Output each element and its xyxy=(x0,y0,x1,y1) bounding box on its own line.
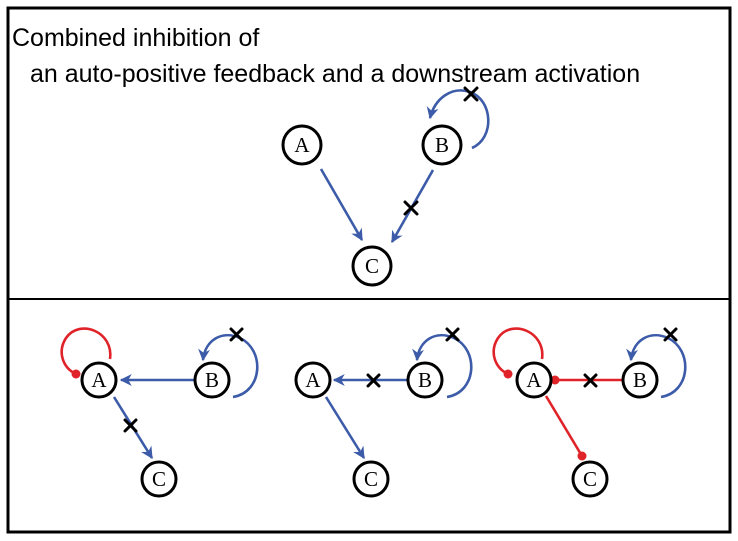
knockout-mark xyxy=(583,373,598,388)
node-a: A xyxy=(80,361,118,399)
node-b-label: B xyxy=(633,368,647,392)
edge-a-to-c xyxy=(319,168,364,242)
node-c: C xyxy=(351,245,393,287)
node-a: A xyxy=(281,124,323,166)
title-line-1: Combined inhibition of xyxy=(12,24,259,52)
inhibition-end xyxy=(577,451,587,461)
inhibition-end xyxy=(550,375,560,385)
node-c: C xyxy=(571,460,609,498)
node-c: C xyxy=(352,460,390,498)
knockout-mark xyxy=(366,373,381,388)
node-b: B xyxy=(193,361,231,399)
node-a-label: A xyxy=(294,133,310,157)
knockout-mark xyxy=(663,327,678,342)
outer-frame xyxy=(6,6,732,534)
node-b: B xyxy=(421,124,463,166)
self-inhibition-loop-a xyxy=(492,327,544,376)
node-b-label: B xyxy=(435,133,449,157)
node-c-label: C xyxy=(364,467,378,491)
node-c-label: C xyxy=(365,254,379,278)
node-c-label: C xyxy=(583,467,597,491)
inhibition-end xyxy=(503,369,513,379)
node-a-label: A xyxy=(526,368,542,392)
node-b: B xyxy=(406,361,444,399)
bottom-right-panel: A B C xyxy=(492,327,687,498)
node-b-label: B xyxy=(205,368,219,392)
knockout-mark xyxy=(403,200,419,216)
knockout-mark xyxy=(229,327,244,342)
self-loop-b xyxy=(626,333,687,399)
node-a-label: A xyxy=(91,368,107,392)
title-line-2: an auto-positive feedback and a downstre… xyxy=(30,60,640,88)
knockout-mark xyxy=(445,327,460,342)
bottom-middle-panel: A B C xyxy=(294,327,473,498)
node-a: A xyxy=(294,361,332,399)
edge-a-to-c xyxy=(324,396,366,460)
inhibition-end xyxy=(71,369,81,379)
node-c: C xyxy=(140,460,178,498)
edge-a-to-c xyxy=(544,395,584,457)
node-a-label: A xyxy=(305,368,321,392)
knockout-mark xyxy=(463,86,479,102)
bottom-left-panel: A B C xyxy=(60,327,259,498)
top-panel: A B C xyxy=(281,86,490,287)
self-inhibition-loop-a xyxy=(60,327,112,376)
node-b: B xyxy=(621,361,659,399)
knockout-mark xyxy=(123,418,138,433)
node-b-label: B xyxy=(418,368,432,392)
node-a: A xyxy=(515,361,553,399)
node-c-label: C xyxy=(152,467,166,491)
